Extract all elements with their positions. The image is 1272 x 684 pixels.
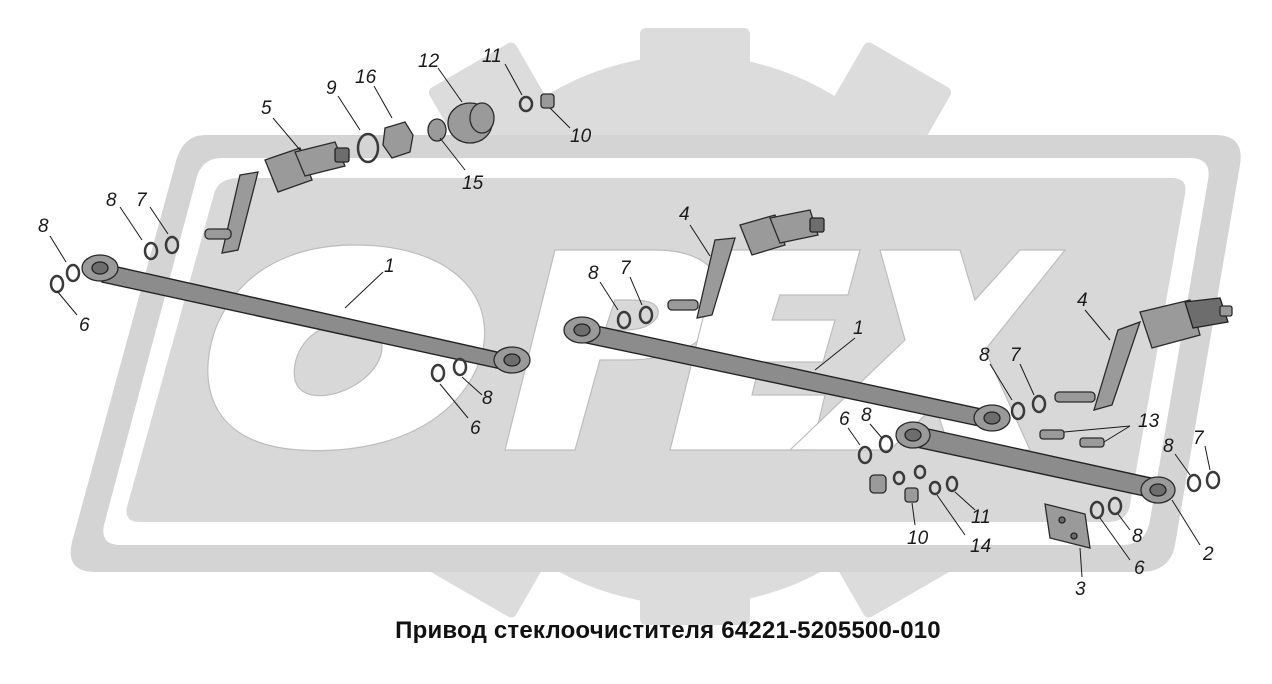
watermark-letters xyxy=(207,244,1067,452)
callout-8-c: 8 xyxy=(482,388,493,409)
callout-9: 9 xyxy=(326,78,337,99)
callout-2: 2 xyxy=(1202,544,1214,565)
nut-10-lower xyxy=(904,487,919,503)
callout-8-b: 8 xyxy=(106,190,117,211)
callout-15: 15 xyxy=(462,173,484,194)
crank-5 xyxy=(204,141,350,254)
callout-4-b: 4 xyxy=(1077,290,1088,311)
washer-9 xyxy=(356,132,380,164)
pins-13 xyxy=(1039,429,1105,448)
crank-4-center xyxy=(667,209,825,319)
callout-1-a: 1 xyxy=(384,256,395,277)
callout-10-a: 10 xyxy=(570,126,592,147)
parts-layer xyxy=(49,93,1233,549)
diagram-title: Привод стеклоочистителя 64221-5205500-01… xyxy=(395,617,941,644)
callout-7-a: 7 xyxy=(136,190,148,211)
callout-8-h: 8 xyxy=(1132,526,1143,547)
callout-4-a: 4 xyxy=(679,204,690,225)
callout-11-a: 11 xyxy=(482,46,502,67)
callout-8-a: 8 xyxy=(38,216,49,237)
nut-10-top xyxy=(540,93,555,109)
washers xyxy=(49,235,1221,520)
callout-11-b: 11 xyxy=(971,507,991,528)
callout-8-d: 8 xyxy=(588,263,599,284)
cap-12 xyxy=(447,102,495,144)
lever-rod-2 xyxy=(895,421,1176,504)
callout-8-e: 8 xyxy=(979,345,990,366)
lever-rod-1-center xyxy=(563,316,1011,432)
callout-1-b: 1 xyxy=(853,318,864,339)
callout-7-c: 7 xyxy=(1010,345,1022,366)
crank-4-right xyxy=(1054,297,1233,411)
callout-6-b: 6 xyxy=(470,418,481,439)
callout-5: 5 xyxy=(261,98,272,119)
callout-6-a: 6 xyxy=(79,315,90,336)
callouts: 8 6 8 7 5 9 16 12 15 11 10 1 6 8 4 8 7 1… xyxy=(38,46,1214,600)
callout-14: 14 xyxy=(970,536,991,557)
callout-13: 13 xyxy=(1138,411,1160,432)
callout-10-b: 10 xyxy=(907,528,929,549)
callout-8-f: 8 xyxy=(861,405,872,426)
cap-15 xyxy=(427,118,447,142)
callout-12: 12 xyxy=(418,51,440,72)
callout-8-g: 8 xyxy=(1163,436,1174,457)
callout-16: 16 xyxy=(355,67,377,88)
callout-7-b: 7 xyxy=(620,258,632,279)
nut-16 xyxy=(382,121,414,159)
lever-rod-1-left xyxy=(81,254,531,374)
cap-lower xyxy=(869,474,887,494)
washer-11-top xyxy=(518,95,534,113)
callout-6-d: 6 xyxy=(1134,558,1145,579)
callout-7-d: 7 xyxy=(1193,428,1205,449)
bracket-3 xyxy=(1044,503,1091,549)
callout-3: 3 xyxy=(1075,579,1086,600)
callout-6-c: 6 xyxy=(839,409,850,430)
